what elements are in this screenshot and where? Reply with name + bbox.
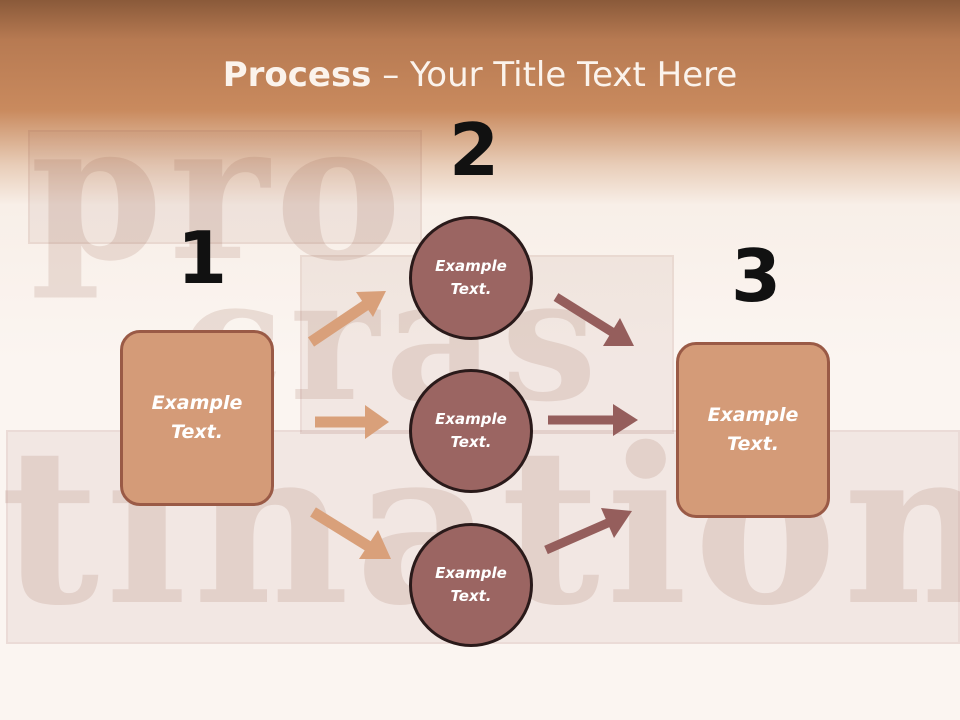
circle-bottom-line1: Example (435, 564, 507, 582)
process-circle-middle: Example Text. (409, 369, 533, 493)
circle-top-line1: Example (435, 257, 507, 275)
circle-middle-line1: Example (435, 410, 507, 428)
title-bold: Process (222, 55, 372, 95)
step-number-3: 3 (731, 234, 782, 318)
box-right-line2: Text. (727, 433, 779, 455)
arrow-right-middle (548, 404, 638, 436)
circle-top-line2: Text. (450, 280, 492, 298)
step-number-1: 1 (177, 216, 228, 300)
arrow-left-bottom (310, 507, 391, 559)
background-letters-pro: pro (30, 80, 408, 303)
slide-title: Process – Your Title Text Here (0, 52, 960, 98)
process-circle-bottom: Example Text. (409, 523, 533, 647)
arrow-left-top (307, 291, 386, 347)
arrow-right-bottom (544, 508, 632, 555)
box-right-line1: Example (707, 404, 799, 426)
background-block (28, 130, 422, 244)
process-circle-top: Example Text. (409, 216, 533, 340)
arrow-right-top (553, 293, 634, 346)
arrow-left-middle (315, 405, 389, 439)
circle-bottom-line2: Text. (450, 587, 492, 605)
circle-middle-line2: Text. (450, 433, 492, 451)
process-box-left: Example Text. (120, 330, 274, 506)
box-left-line2: Text. (171, 421, 223, 443)
step-number-2: 2 (449, 108, 500, 192)
box-left-line1: Example (151, 392, 243, 414)
title-rest: – Your Title Text Here (371, 55, 738, 95)
process-box-right: Example Text. (676, 342, 830, 518)
